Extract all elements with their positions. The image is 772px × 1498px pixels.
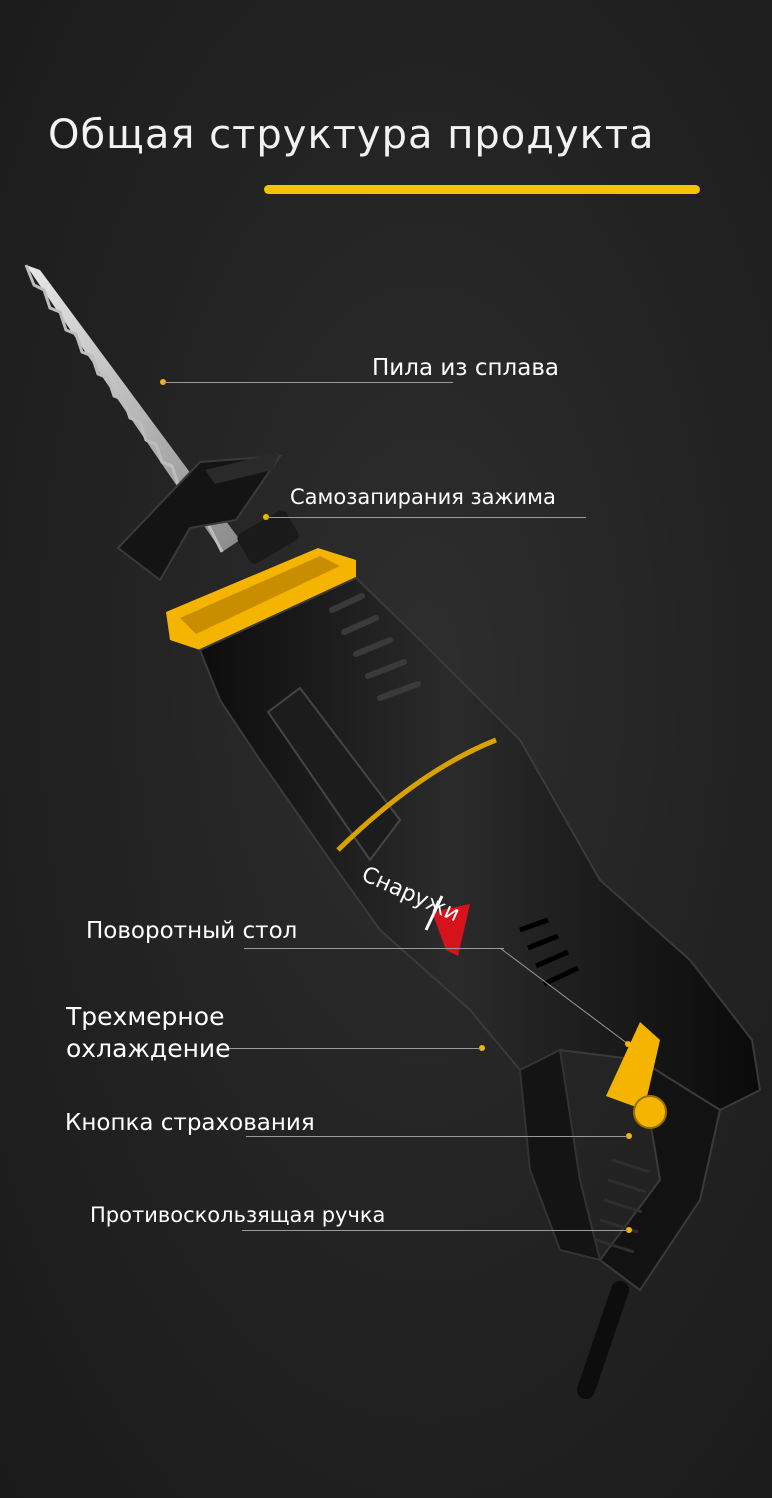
label-safety-button: Кнопка страхования <box>65 1110 315 1136</box>
callout-line-clamp <box>266 517 586 518</box>
label-alloy-blade: Пила из сплава <box>372 355 559 381</box>
callout-line-rotary <box>244 948 504 949</box>
callout-line-blade <box>163 382 453 383</box>
yellow-collar <box>166 548 356 650</box>
callout-dot-safety <box>626 1133 632 1139</box>
page-title: Общая структура продукта <box>48 112 655 158</box>
callout-dot-cooling <box>479 1045 485 1051</box>
title-underline <box>264 185 700 194</box>
callout-line-handle <box>242 1230 628 1231</box>
label-3d-cooling-line1: Трехмерное <box>66 1002 225 1031</box>
callout-dot-handle <box>626 1227 632 1233</box>
label-rotary-table: Поворотный стол <box>86 918 298 944</box>
callout-dot-rotary <box>625 1041 631 1047</box>
callout-line-cooling <box>228 1048 481 1049</box>
label-3d-cooling-line2: охлаждение <box>66 1034 231 1063</box>
callout-line-safety <box>246 1136 628 1137</box>
blade-clamp <box>116 452 299 582</box>
label-self-locking-clamp: Самозапирания зажима <box>290 485 556 509</box>
label-anti-slip-handle: Противоскользящая ручка <box>90 1203 386 1227</box>
